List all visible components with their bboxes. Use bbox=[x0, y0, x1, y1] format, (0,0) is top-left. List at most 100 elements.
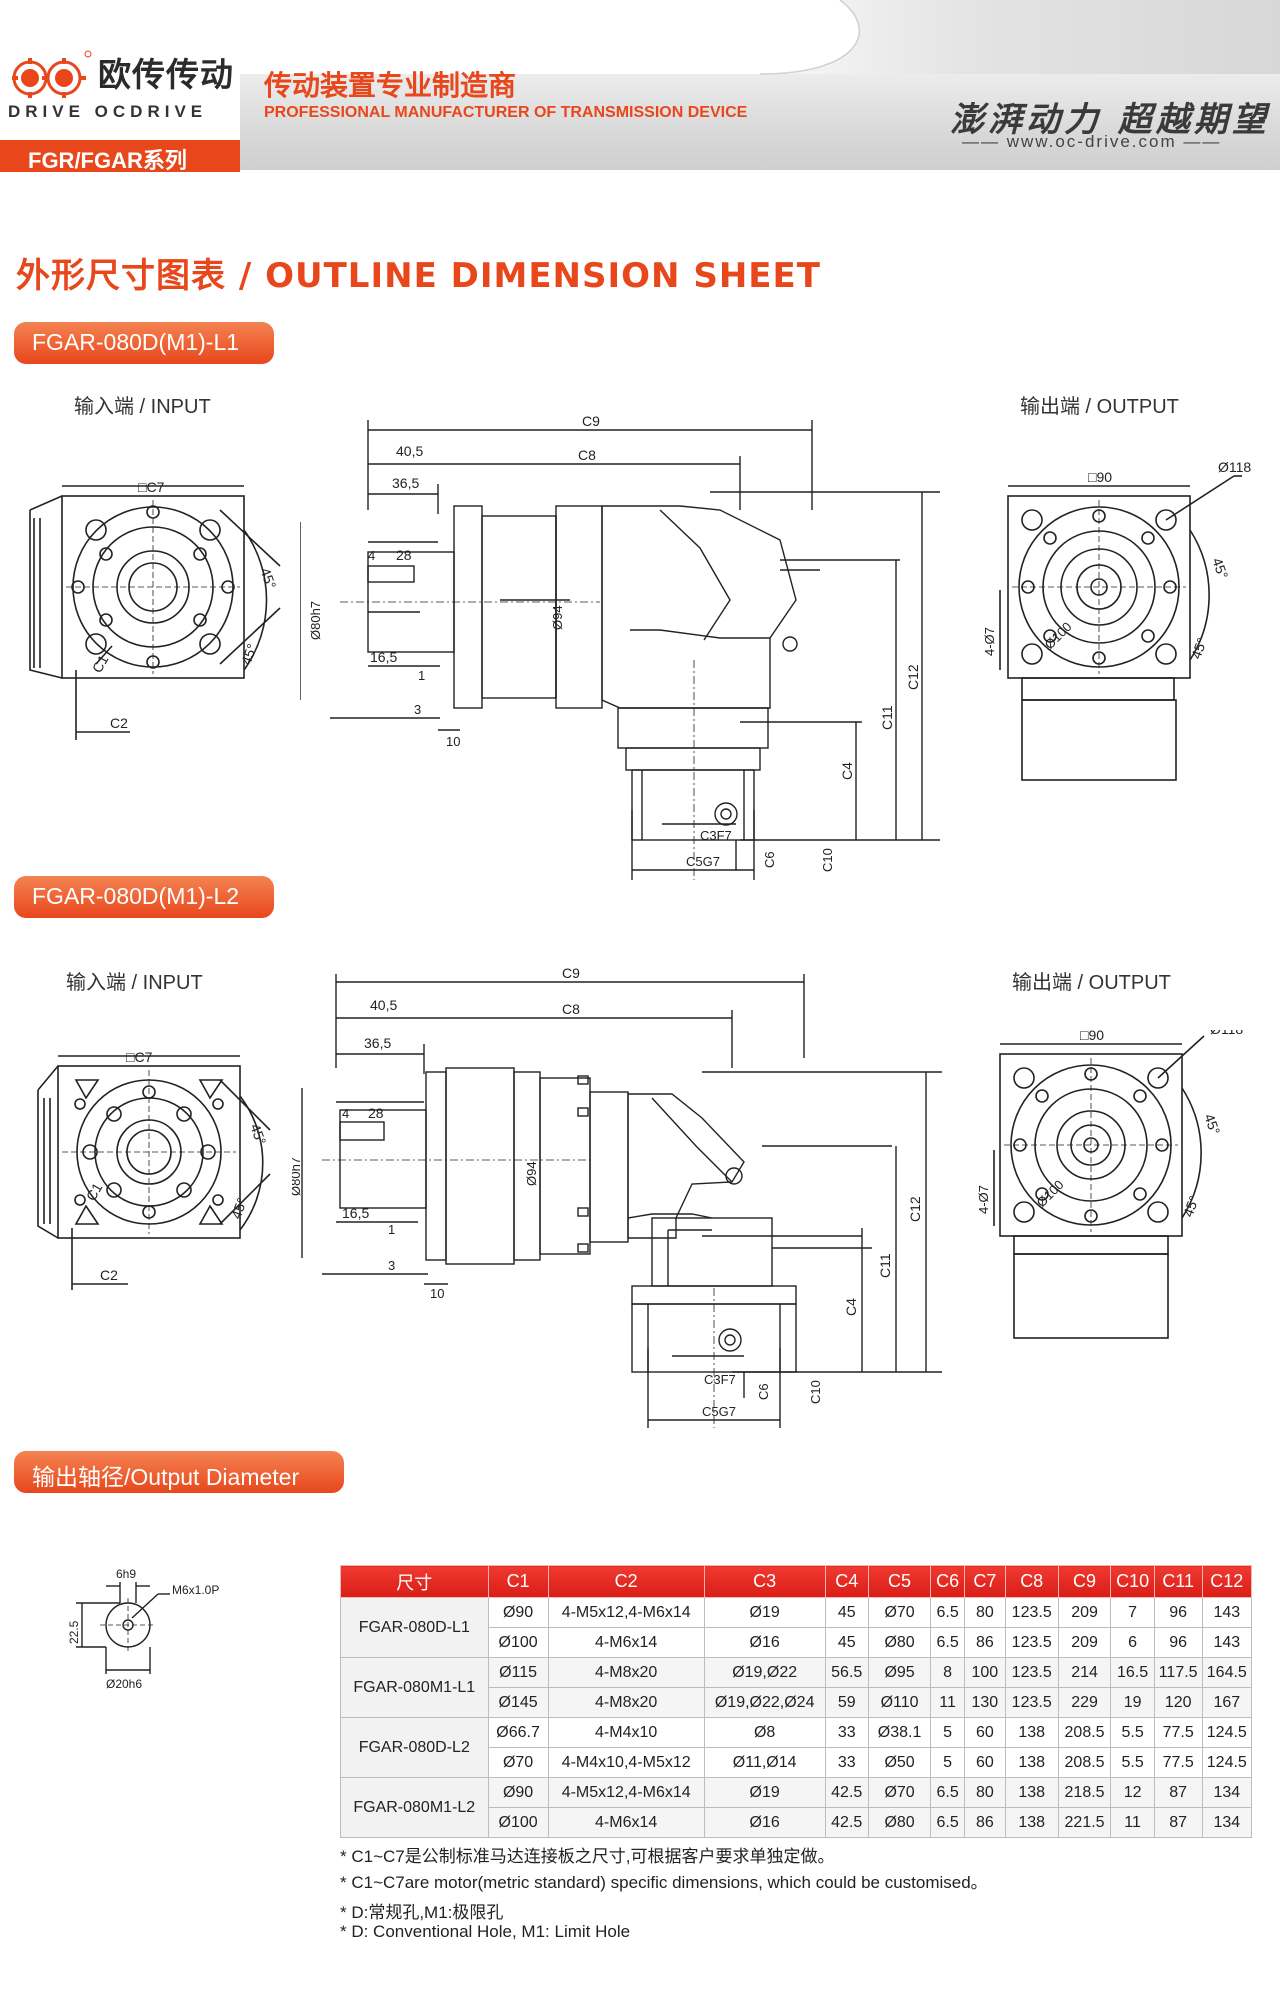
dim-c2-l2: C2 bbox=[100, 1267, 118, 1283]
table-cell: 7 bbox=[1110, 1597, 1155, 1628]
input-flange-drawing-l1: □C7 45° 45° C1 C2 bbox=[29, 479, 281, 740]
shaft-section-drawing: 6h9 M6x1.0P 22.5 Ø20h6 bbox=[67, 1567, 219, 1691]
table-cell: 123.5 bbox=[1004, 1657, 1059, 1688]
table-cell: 33 bbox=[824, 1747, 869, 1778]
logo-english-name: DRIVE OCDRIVE bbox=[8, 102, 208, 121]
dim-c7-l2: □C7 bbox=[126, 1049, 153, 1065]
table-cell: Ø145 bbox=[487, 1687, 549, 1718]
table-cell: 4-M5x12,4-M6x14 bbox=[547, 1777, 705, 1808]
table-cell: 87 bbox=[1153, 1807, 1203, 1838]
table-header-cell: C10 bbox=[1110, 1565, 1155, 1598]
dim-c6-l2: C6 bbox=[756, 1383, 771, 1400]
shaft-thread: M6x1.0P bbox=[172, 1583, 219, 1597]
table-cell: 8 bbox=[930, 1657, 965, 1688]
dim-3-l2: 3 bbox=[388, 1258, 395, 1273]
table-cell: 12 bbox=[1110, 1777, 1155, 1808]
table-cell: 60 bbox=[963, 1717, 1006, 1748]
table-cell: 11 bbox=[930, 1687, 965, 1718]
dim-28-l1: 28 bbox=[396, 547, 412, 563]
table-cell: 4-M4x10 bbox=[547, 1717, 705, 1748]
series-tab: FGR/FGAR系列 bbox=[0, 140, 240, 173]
table-header-cell: C8 bbox=[1004, 1565, 1059, 1598]
table-cell: Ø8 bbox=[703, 1717, 826, 1748]
table-cell: 86 bbox=[963, 1807, 1006, 1838]
table-cell: 123.5 bbox=[1004, 1687, 1059, 1718]
dim-c4-l2: C4 bbox=[843, 1298, 859, 1316]
table-cell: 33 bbox=[824, 1717, 869, 1748]
tagline-english: PROFESSIONAL MANUFACTURER OF TRANSMISSIO… bbox=[264, 104, 748, 121]
table-cell: 77.5 bbox=[1153, 1717, 1203, 1748]
table-cell: Ø16 bbox=[703, 1627, 826, 1658]
dim-40-5-l2: 40,5 bbox=[370, 997, 397, 1013]
table-cell: Ø19 bbox=[703, 1777, 826, 1808]
dim-c11-l1: C11 bbox=[879, 705, 895, 730]
table-cell: 4-M8x20 bbox=[547, 1657, 705, 1688]
table-cell: Ø19 bbox=[703, 1597, 826, 1628]
dim-4-phi7-l1: 4-Ø7 bbox=[982, 627, 997, 656]
table-header-cell: C9 bbox=[1057, 1565, 1112, 1598]
table-cell: 208.5 bbox=[1057, 1747, 1112, 1778]
dim-c3-l2: C3F7 bbox=[704, 1372, 736, 1387]
input-view-label-l2: 输入端 / INPUT bbox=[66, 972, 203, 994]
dim-c3-l1: C3F7 bbox=[700, 828, 732, 843]
table-cell: 164.5 bbox=[1201, 1657, 1253, 1688]
table-model-cell: FGAR-080M1-L1 bbox=[340, 1657, 489, 1718]
dim-16-5-l1: 16,5 bbox=[370, 649, 397, 665]
note-en-1: * C1~C7are motor(metric standard) specif… bbox=[340, 1873, 988, 1892]
output-view-label-l1: 输出端 / OUTPUT bbox=[1020, 396, 1179, 418]
table-cell: 209 bbox=[1057, 1627, 1112, 1658]
dim-1-l2: 1 bbox=[388, 1222, 395, 1237]
table-cell: 138 bbox=[1004, 1777, 1059, 1808]
dim-phi80-l1: Ø80h7 bbox=[308, 601, 323, 640]
table-cell: 123.5 bbox=[1004, 1597, 1059, 1628]
table-cell: Ø70 bbox=[867, 1777, 932, 1808]
table-cell: 5.5 bbox=[1110, 1747, 1155, 1778]
model-label-l2: FGAR-080D(M1)-L2 bbox=[14, 876, 274, 918]
table-cell: 96 bbox=[1153, 1597, 1203, 1628]
table-cell: 6 bbox=[1110, 1627, 1155, 1658]
table-cell: 208.5 bbox=[1057, 1717, 1112, 1748]
table-header-cell: C12 bbox=[1201, 1565, 1253, 1598]
dim-c8-l1: C8 bbox=[578, 447, 596, 463]
dim-c10-l1: C10 bbox=[820, 848, 835, 872]
dim-45-top-l2: 45° bbox=[247, 1122, 269, 1147]
dim-c8-l2: C8 bbox=[562, 1001, 580, 1017]
table-header-cell: C7 bbox=[963, 1565, 1006, 1598]
table-cell: Ø90 bbox=[487, 1777, 549, 1808]
table-cell: 4-M5x12,4-M6x14 bbox=[547, 1597, 705, 1628]
note-en-2: * D: Conventional Hole, M1: Limit Hole bbox=[340, 1922, 631, 1941]
table-cell: 60 bbox=[963, 1747, 1006, 1778]
table-cell: Ø95 bbox=[867, 1657, 932, 1688]
dim-c6-l1: C6 bbox=[762, 851, 777, 868]
dim-36-5-l2: 36,5 bbox=[364, 1035, 391, 1051]
table-cell: 4-M8x20 bbox=[547, 1687, 705, 1718]
website-url[interactable]: —— www.oc-drive.com —— bbox=[962, 132, 1222, 151]
shaft-height: 22.5 bbox=[67, 1620, 81, 1644]
model-label-l1: FGAR-080D(M1)-L1 bbox=[14, 322, 274, 364]
gear-logo-icon bbox=[12, 50, 92, 98]
dim-10-l2: 10 bbox=[430, 1286, 444, 1301]
table-cell: 167 bbox=[1201, 1687, 1253, 1718]
table-cell: 6.5 bbox=[930, 1627, 965, 1658]
table-header-cell: C5 bbox=[867, 1565, 932, 1598]
table-cell: 138 bbox=[1004, 1747, 1059, 1778]
table-cell: 96 bbox=[1153, 1627, 1203, 1658]
dim-45-bottom-l2: 45° bbox=[228, 1196, 250, 1221]
slogan: 澎湃动力 超越期望 bbox=[950, 100, 1270, 140]
table-cell: 19 bbox=[1110, 1687, 1155, 1718]
table-cell: 4-M6x14 bbox=[547, 1627, 705, 1658]
table-cell: Ø50 bbox=[867, 1747, 932, 1778]
table-header-cell: C4 bbox=[824, 1565, 869, 1598]
dim-4-l1: 4 bbox=[368, 548, 375, 563]
dim-4-l2: 4 bbox=[342, 1106, 349, 1121]
dim-c5-l2: C5G7 bbox=[702, 1404, 736, 1419]
table-cell: 42.5 bbox=[824, 1777, 869, 1808]
side-view-drawing-l1: C9 C8 40,5 36,5 4 28 Ø80h7 16,5 1 3 10 Ø… bbox=[300, 413, 940, 880]
table-header-cell: C2 bbox=[547, 1565, 705, 1598]
